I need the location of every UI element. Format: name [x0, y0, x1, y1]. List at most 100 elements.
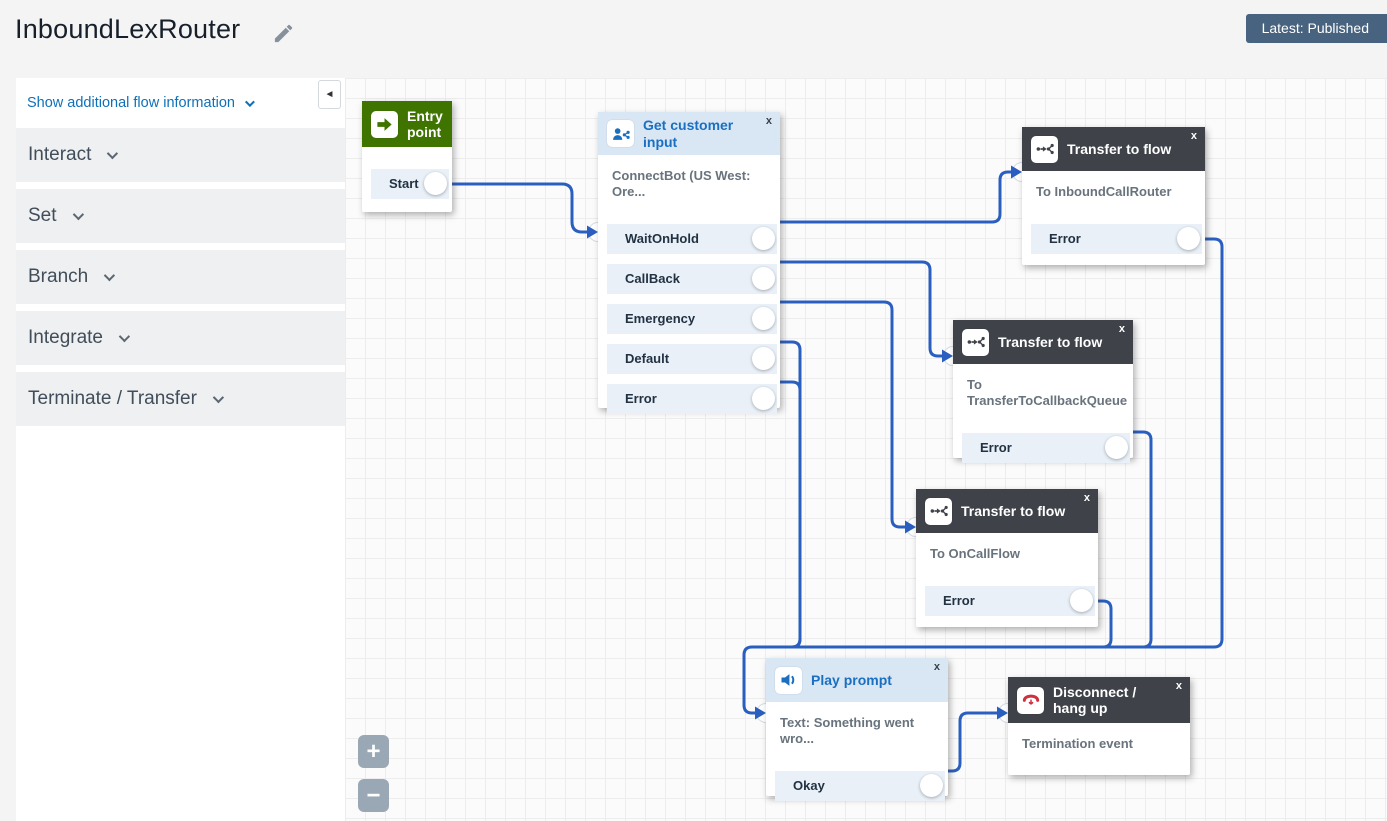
output-row: Start	[371, 169, 449, 199]
customer-input-icon	[607, 120, 634, 147]
output-port[interactable]	[1105, 436, 1128, 459]
chevron-down-icon	[118, 330, 131, 343]
chevron-down-icon	[244, 96, 255, 107]
node-title: Play prompt	[811, 671, 892, 688]
node-title: Transfer to flow	[1067, 140, 1172, 157]
chevron-down-icon	[72, 208, 84, 221]
output-row: WaitOnHold	[607, 224, 777, 254]
node-title: Disconnect / hang up	[1053, 683, 1137, 716]
output-label: Error	[943, 593, 975, 608]
flow-title: InboundLexRouter	[15, 14, 241, 44]
section-label: Set	[28, 205, 57, 226]
node-title: Transfer to flow	[961, 502, 1066, 519]
zoom-out-button[interactable]: −	[358, 779, 389, 812]
node-subtitle: ConnectBot (US West: Ore...	[612, 168, 751, 199]
output-port[interactable]	[920, 774, 943, 797]
node-header: Play prompt x	[766, 658, 948, 702]
output-port[interactable]	[1177, 227, 1200, 250]
node-header: Transfer to flow x	[953, 320, 1133, 364]
node-play-prompt[interactable]: Play prompt x Text: Something went wro..…	[766, 658, 948, 801]
node-disconnect-hang-up[interactable]: Disconnect / hang up x Termination event	[1008, 677, 1190, 775]
output-port[interactable]	[752, 387, 775, 410]
node-subtitle: To OnCallFlow	[930, 546, 1021, 561]
close-icon[interactable]: x	[1083, 492, 1090, 504]
section-label: Integrate	[28, 327, 103, 348]
transfer-flow-icon	[925, 497, 952, 525]
node-header: Disconnect / hang up x	[1008, 677, 1190, 723]
node-entry-point[interactable]: Entry point Start	[362, 101, 452, 212]
node-title: Transfer to flow	[998, 333, 1103, 350]
output-label: Start	[389, 176, 419, 191]
node-subtitle: To TransferToCallbackQueue	[967, 377, 1128, 408]
output-label: Emergency	[625, 311, 696, 326]
section-label: Branch	[28, 266, 89, 287]
node-header: Transfer to flow x	[1022, 127, 1205, 171]
output-row: Error	[925, 586, 1095, 616]
page-header: InboundLexRouter Latest: Published	[0, 0, 1387, 78]
output-row: Emergency	[607, 304, 777, 334]
output-label: Error	[980, 440, 1012, 455]
node-transfer-to-flow-callbackqueue[interactable]: Transfer to flow x To TransferToCallback…	[953, 320, 1133, 463]
node-header: Get customer input x	[598, 112, 780, 155]
output-port[interactable]	[1070, 589, 1093, 612]
output-port[interactable]	[752, 267, 775, 290]
speaker-icon	[775, 666, 802, 694]
output-label: Okay	[793, 778, 825, 793]
output-port[interactable]	[752, 347, 775, 370]
node-body: To InboundCallRouter Error	[1022, 171, 1205, 254]
output-row: CallBack	[607, 264, 777, 294]
chevron-down-icon	[103, 269, 116, 282]
output-port[interactable]	[424, 172, 447, 195]
close-icon[interactable]: x	[1175, 680, 1182, 692]
chevron-down-icon	[212, 391, 225, 404]
output-label: Error	[625, 391, 657, 406]
node-header: Transfer to flow x	[916, 489, 1098, 533]
sidebar-section-integrate[interactable]: Integrate	[16, 311, 345, 365]
output-row: Okay	[775, 771, 945, 801]
node-header: Entry point	[362, 101, 452, 147]
sidebar-section-set[interactable]: Set	[16, 189, 345, 243]
sidebar-section-branch[interactable]: Branch	[16, 250, 345, 304]
edit-title-pencil-icon[interactable]	[272, 22, 295, 50]
output-label: CallBack	[625, 271, 680, 286]
node-subtitle: To InboundCallRouter	[1036, 184, 1172, 199]
output-label: Error	[1049, 231, 1081, 246]
flow-canvas[interactable]: Entry point Start Get customer input	[345, 78, 1387, 821]
entry-arrow-icon	[371, 110, 398, 138]
transfer-flow-icon	[1031, 135, 1058, 163]
output-row: Error	[962, 433, 1130, 463]
section-label: Interact	[28, 144, 92, 165]
close-icon[interactable]: x	[933, 661, 940, 673]
chevron-down-icon	[107, 147, 119, 160]
node-transfer-to-flow-oncallflow[interactable]: Transfer to flow x To OnCallFlow Error	[916, 489, 1098, 627]
zoom-in-button[interactable]: +	[358, 735, 389, 768]
node-title: Entry point	[407, 107, 443, 140]
node-subtitle: Text: Something went wro...	[780, 715, 915, 746]
node-transfer-to-flow-inboundcallrouter[interactable]: Transfer to flow x To InboundCallRouter …	[1022, 127, 1205, 265]
sidebar-collapse-button[interactable]: ◄	[318, 80, 341, 109]
node-body: Termination event	[1008, 723, 1190, 752]
node-title: Get customer input	[643, 117, 734, 150]
output-port[interactable]	[752, 227, 775, 250]
node-get-customer-input[interactable]: Get customer input x ConnectBot (US West…	[598, 112, 780, 414]
block-palette-sidebar: Show additional flow information Interac…	[16, 78, 345, 821]
node-body: Text: Something went wro... Okay	[766, 702, 948, 801]
node-body: ConnectBot (US West: Ore... WaitOnHold C…	[598, 155, 780, 414]
node-subtitle: Termination event	[1022, 736, 1134, 751]
show-flow-info-label: Show additional flow information	[27, 95, 235, 111]
output-port[interactable]	[752, 307, 775, 330]
phone-down-icon	[1017, 686, 1044, 714]
sidebar-section-interact[interactable]: Interact	[16, 128, 345, 182]
status-badge: Latest: Published	[1245, 14, 1387, 43]
output-label: Default	[625, 351, 670, 366]
show-flow-info-toggle[interactable]: Show additional flow information	[16, 78, 345, 128]
sidebar-section-terminate-transfer[interactable]: Terminate / Transfer	[16, 372, 345, 426]
output-label: WaitOnHold	[625, 231, 699, 246]
collapse-left-icon: ◄	[324, 89, 335, 100]
transfer-flow-icon	[962, 328, 989, 356]
close-icon[interactable]: x	[765, 115, 772, 127]
close-icon[interactable]: x	[1190, 130, 1197, 142]
close-icon[interactable]: x	[1118, 323, 1125, 335]
section-label: Terminate / Transfer	[28, 388, 197, 409]
